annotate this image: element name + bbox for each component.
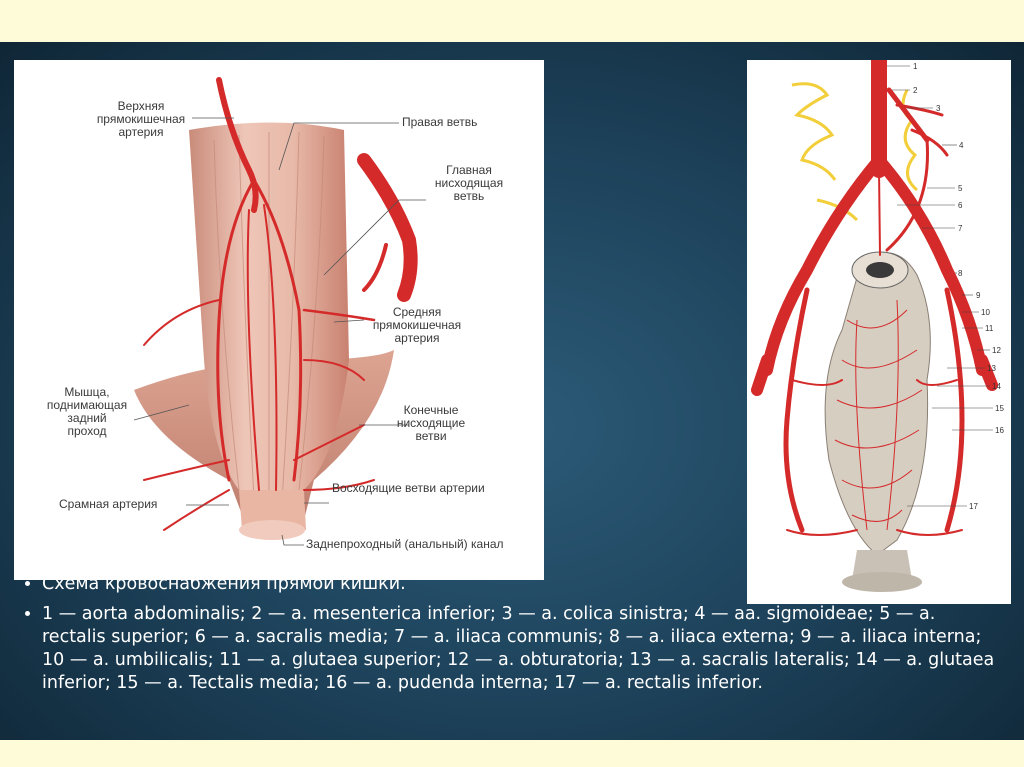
rectal-blood-supply-illustration: Верхняя прямокишечная артерия Правая вет…	[14, 60, 544, 580]
number-label-8: 8	[958, 269, 963, 278]
caption-title: Схема кровоснабжения прямой кишки.	[42, 572, 1002, 596]
number-label-14: 14	[992, 382, 1001, 391]
label-right-branch: Правая ветвь	[402, 115, 478, 129]
caption: Схема кровоснабжения прямой кишки. 1 — a…	[22, 572, 1002, 701]
label-pudendal-artery: Срамная артерия	[59, 497, 158, 511]
number-label-11: 11	[985, 324, 994, 333]
label-superior-rectal-artery: Верхняя прямокишечная артерия	[96, 99, 186, 139]
number-label-2: 2	[913, 86, 918, 95]
numbered-arteries-graphic	[751, 60, 998, 592]
label-middle-rectal-artery: Средняя прямокишечная артерия	[372, 305, 462, 345]
number-label-13: 13	[987, 364, 996, 373]
number-label-15: 15	[995, 404, 1004, 413]
number-label-17: 17	[969, 502, 978, 511]
label-anal-canal: Заднепроходный (анальный) канал	[306, 537, 504, 551]
caption-legend: 1 — aorta abdominalis; 2 — a. mesenteric…	[42, 602, 1002, 695]
number-label-10: 10	[981, 308, 990, 317]
label-levator-muscle: Мышца, поднимающая задний проход	[46, 385, 128, 438]
number-label-12: 12	[992, 346, 1001, 355]
label-ascending-branches: Восходящие ветви артерии	[332, 481, 485, 495]
number-label-6: 6	[958, 201, 963, 210]
numbered-arteries-illustration: 1 2 3 4 5 6 7 8 9 10 11 12 13 14 15 16 1…	[747, 60, 1011, 604]
number-label-5: 5	[958, 184, 963, 193]
number-label-16: 16	[995, 426, 1004, 435]
number-label-1: 1	[913, 62, 918, 71]
number-label-3: 3	[936, 104, 941, 113]
label-terminal-descending-branches: Конечные нисходящие ветви	[396, 403, 466, 443]
rectum-illustration-graphic	[133, 77, 426, 546]
number-label-7: 7	[958, 224, 963, 233]
slide-background: Верхняя прямокишечная артерия Правая вет…	[0, 42, 1024, 740]
label-main-descending-branch: Главная нисходящая ветвь	[434, 163, 504, 203]
number-label-9: 9	[976, 291, 981, 300]
number-label-4: 4	[959, 141, 964, 150]
